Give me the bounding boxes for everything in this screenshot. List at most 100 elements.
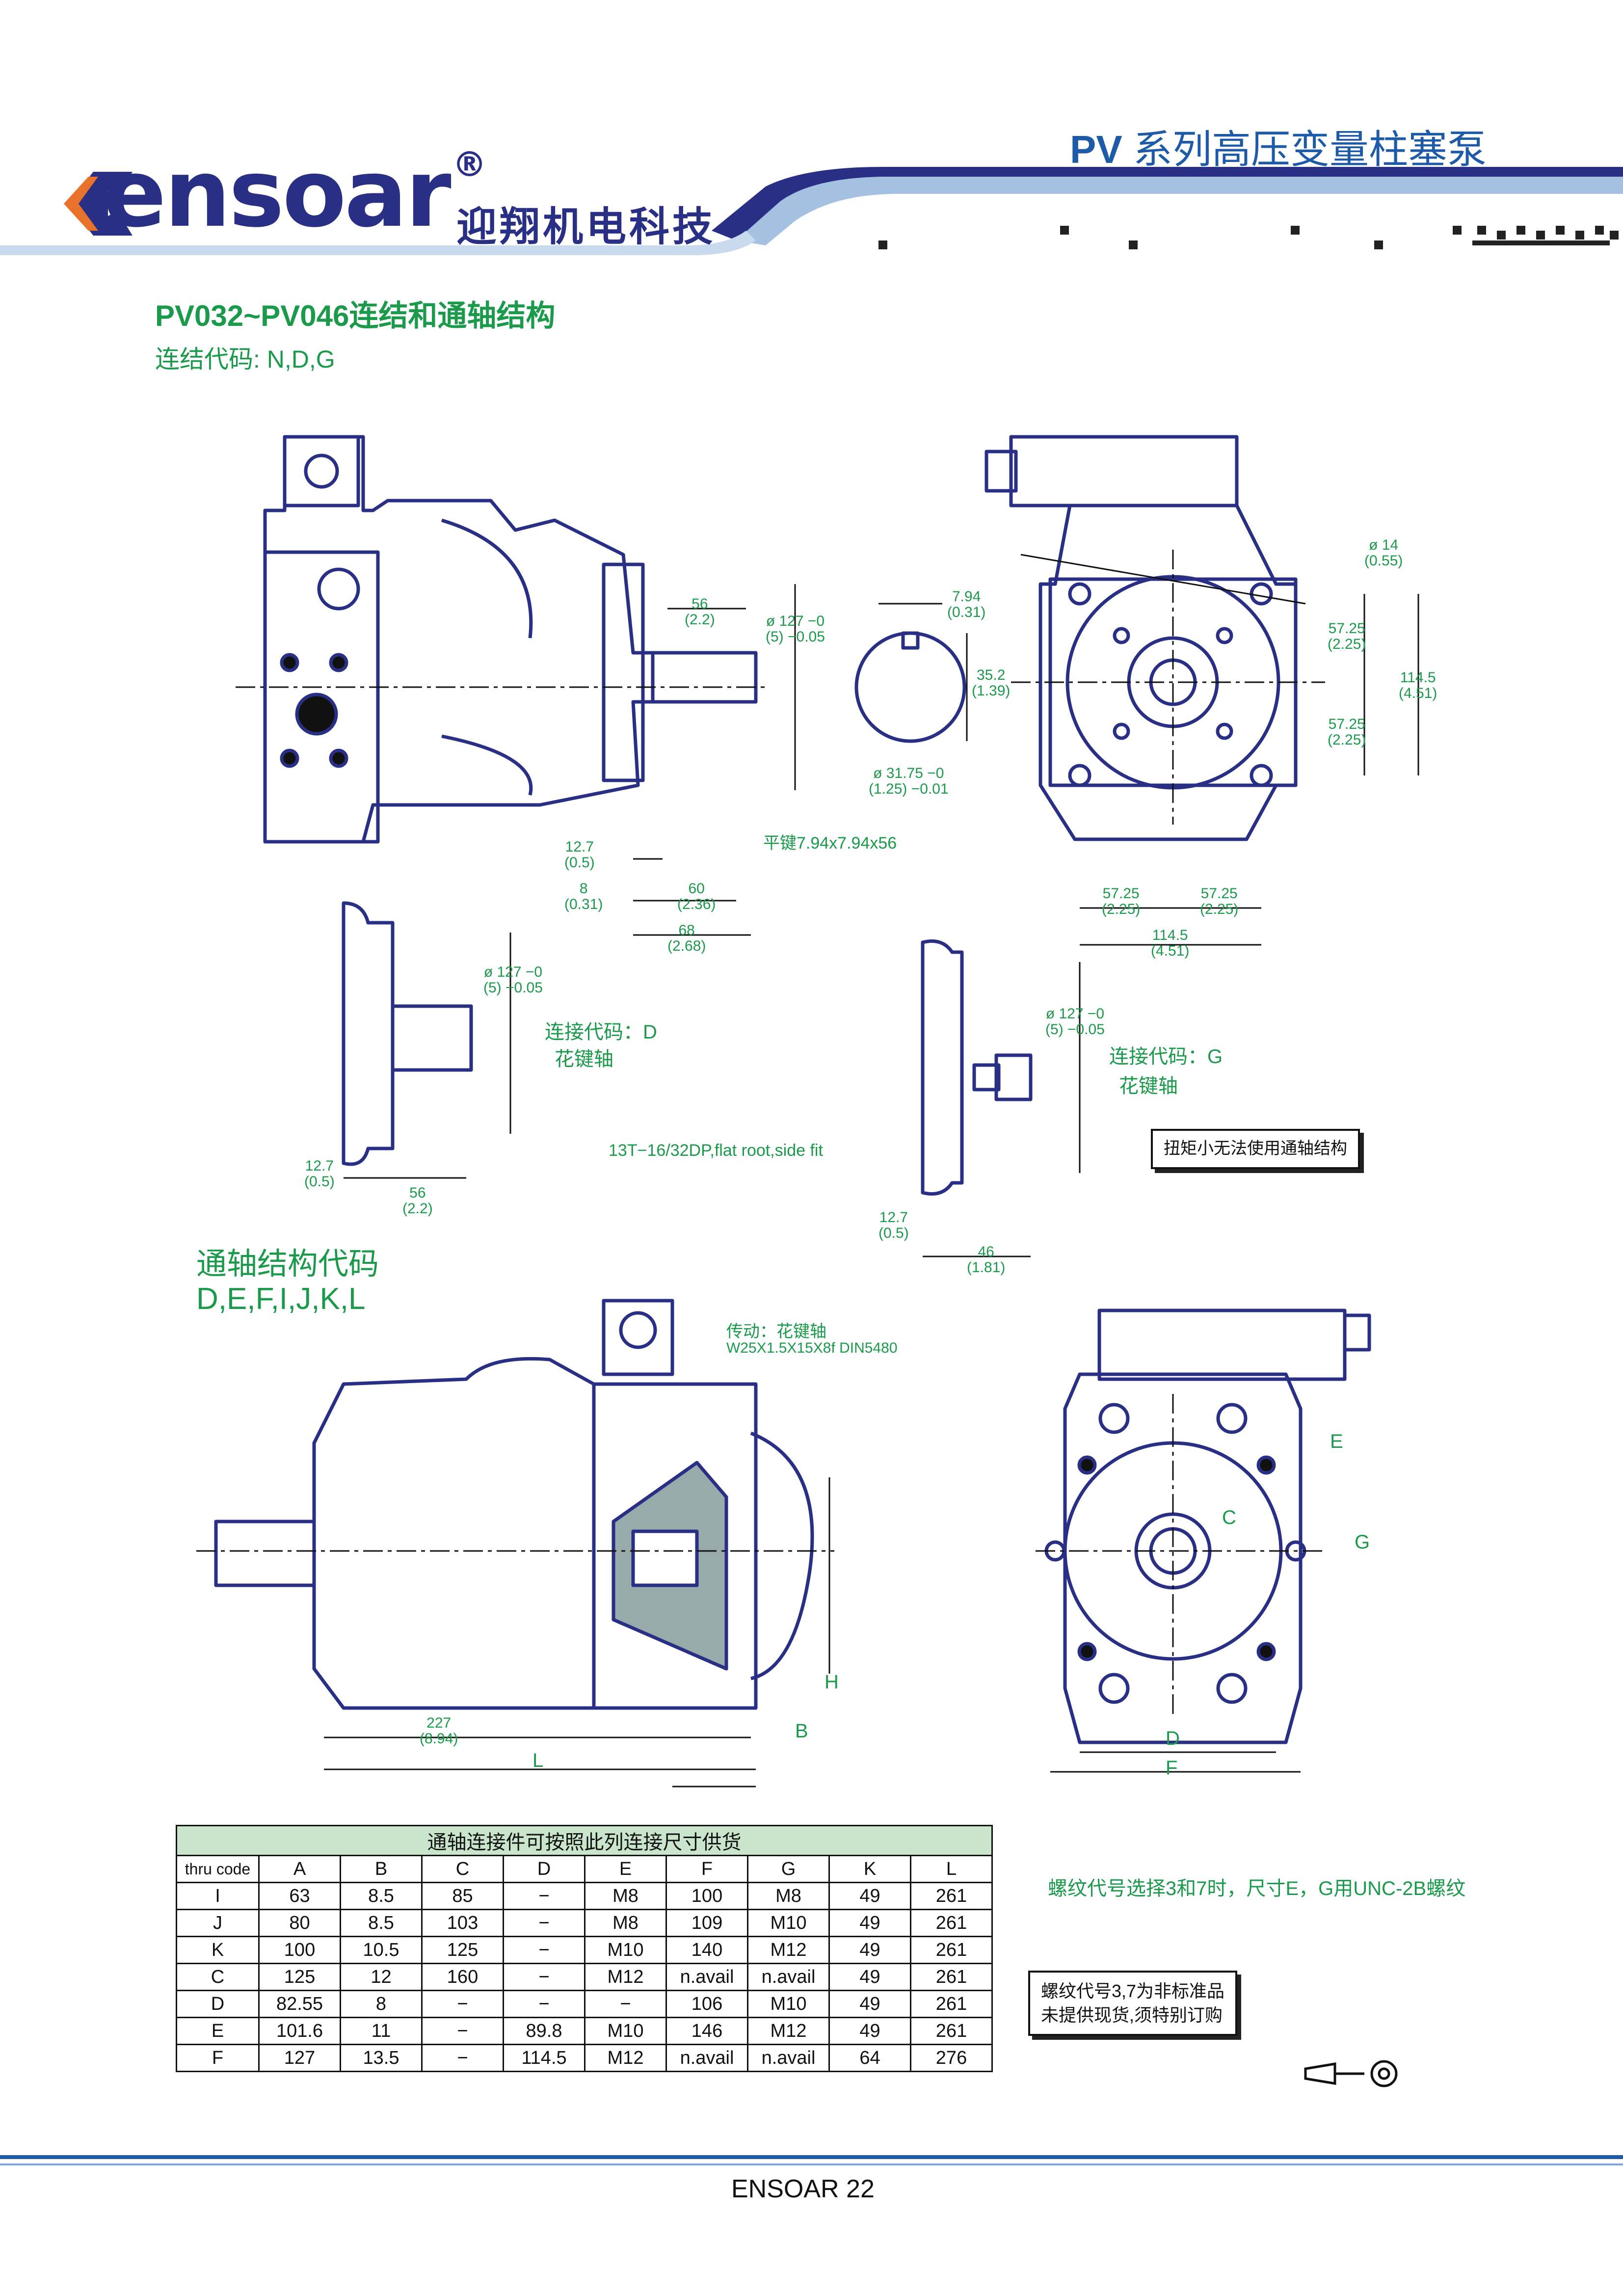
connection-code-d-type: 花键轴	[555, 1048, 613, 1070]
dim-dia-127: ø 127 −0(5) −0.05	[766, 613, 825, 645]
table-cell: 261	[910, 1882, 993, 1910]
table-header: G	[747, 1855, 830, 1883]
table-cell: D	[176, 1990, 260, 2018]
table-cell: 10.5	[340, 1936, 423, 1964]
table-cell: −	[503, 1936, 585, 1964]
projection-symbol	[1304, 2060, 1398, 2087]
table-cell: 261	[910, 1963, 993, 1991]
table-header: D	[503, 1855, 585, 1883]
thread-note: 螺纹代号选择3和7时，尺寸E，G用UNC-2B螺纹	[1048, 1878, 1466, 1899]
table-cell: 49	[828, 2017, 911, 2045]
thru-drive-spec-table: 通轴连接件可按照此列连接尺寸供货 thru code A B C D E F G…	[176, 1825, 993, 2072]
table-cell: 49	[828, 1936, 911, 1964]
series-title: PV 系列高压变量柱塞泵	[1070, 118, 1487, 175]
dim-57-25-lower: 57.25(2.25)	[1328, 716, 1366, 748]
table-cell: n.avail	[665, 2044, 748, 2072]
table-cell: 13.5	[340, 2044, 423, 2072]
connection-code-d: 连接代码：D	[545, 1021, 657, 1043]
table-cell: 8	[340, 1990, 423, 2018]
table-cell: M10	[747, 1990, 830, 2018]
dim-56-d: 56(2.2)	[402, 1185, 433, 1217]
spline-spec: 13T−16/32DP,flat root,side fit	[609, 1141, 823, 1160]
table-cell: C	[176, 1963, 260, 1991]
nonstandard-note: 螺纹代号3,7为非标准品 未提供现货,须特别订购	[1028, 1971, 1238, 2036]
table-header: B	[340, 1855, 423, 1883]
dim-57-25-right: 57.25(2.25)	[1200, 885, 1239, 917]
table-header: thru code	[176, 1855, 260, 1883]
table-cell: 103	[421, 1909, 504, 1937]
table-cell: −	[584, 1990, 667, 2018]
brand-logo-text: ensoar®	[103, 139, 487, 248]
table-cell: 49	[828, 1882, 911, 1910]
table-cell: I	[176, 1882, 260, 1910]
table-cell: 146	[665, 2017, 748, 2045]
table-cell: 100	[258, 1936, 341, 1964]
table-cell: 101.6	[258, 2017, 341, 2045]
table-cell: 49	[828, 1963, 911, 1991]
table-cell: −	[503, 1990, 585, 2018]
dim-57-25-left: 57.25(2.25)	[1102, 885, 1141, 917]
table-cell: M12	[747, 2017, 830, 2045]
label-d: D	[1166, 1728, 1180, 1749]
table-cell: 261	[910, 1936, 993, 1964]
label-b: B	[795, 1720, 808, 1742]
table-cell: n.avail	[665, 1963, 748, 1991]
connection-code-g: 连接代码：G	[1109, 1046, 1223, 1068]
table-cell: −	[421, 2017, 504, 2045]
table-cell: −	[503, 1882, 585, 1910]
connection-code-g-type: 花键轴	[1119, 1075, 1178, 1097]
dim-dia-31-75: ø 31.75 −0(1.25) −0.01	[869, 765, 949, 797]
table-cell: 125	[421, 1936, 504, 1964]
thru-drive-title: 通轴结构代码 D,E,F,I,J,K,L	[196, 1247, 379, 1316]
table-cell: 63	[258, 1882, 341, 1910]
dim-227: 227(8.94)	[420, 1715, 458, 1747]
dim-60: 60(2.36)	[677, 881, 716, 912]
series-prefix: PV	[1070, 128, 1122, 171]
table-header: F	[665, 1855, 748, 1883]
table-cell: 8.5	[340, 1909, 423, 1937]
table-cell: 89.8	[503, 2017, 585, 2045]
label-c: C	[1222, 1507, 1236, 1528]
series-name: 系列高压变量柱塞泵	[1133, 128, 1487, 171]
label-h: H	[825, 1671, 839, 1693]
table-cell: M8	[584, 1882, 667, 1910]
logo-mark	[64, 172, 133, 236]
table-cell: 82.55	[258, 1990, 341, 2018]
dim-12-7-d: 12.7(0.5)	[304, 1158, 335, 1190]
key-spec: 平键7.94x7.94x56	[763, 834, 897, 853]
drive-spec: W25X1.5X15X8f DIN5480	[726, 1340, 898, 1356]
dim-dia-127-d: ø 127 −0(5) −0.05	[483, 964, 543, 996]
table-cell: M12	[584, 1963, 667, 1991]
table-cell: M12	[747, 1936, 830, 1964]
table-cell: 8.5	[340, 1882, 423, 1910]
table-cell: J	[176, 1909, 260, 1937]
table-caption: 通轴连接件可按照此列连接尺寸供货	[176, 1825, 993, 1856]
table-cell: M10	[747, 1909, 830, 1937]
dim-dia-14: ø 14(0.55)	[1364, 537, 1403, 569]
table-cell: M10	[584, 2017, 667, 2045]
dim-68: 68(2.68)	[667, 922, 706, 954]
table-cell: 140	[665, 1936, 748, 1964]
dim-114-5-vertical: 114.5(4.51)	[1399, 669, 1437, 701]
table-cell: −	[503, 1909, 585, 1937]
thru-drive-codes: D,E,F,I,J,K,L	[196, 1282, 366, 1316]
table-cell: 160	[421, 1963, 504, 1991]
brand-chinese-name: 迎翔机电科技	[456, 205, 716, 249]
label-g: G	[1355, 1531, 1370, 1553]
table-cell: 109	[665, 1909, 748, 1937]
table-cell: −	[503, 1963, 585, 1991]
table-cell: 261	[910, 1990, 993, 2018]
table-cell: 49	[828, 1909, 911, 1937]
table-cell: M8	[747, 1882, 830, 1910]
table-cell: F	[176, 2044, 260, 2072]
label-l: L	[532, 1750, 544, 1771]
table-cell: n.avail	[747, 1963, 830, 1991]
table-cell: 100	[665, 1882, 748, 1910]
